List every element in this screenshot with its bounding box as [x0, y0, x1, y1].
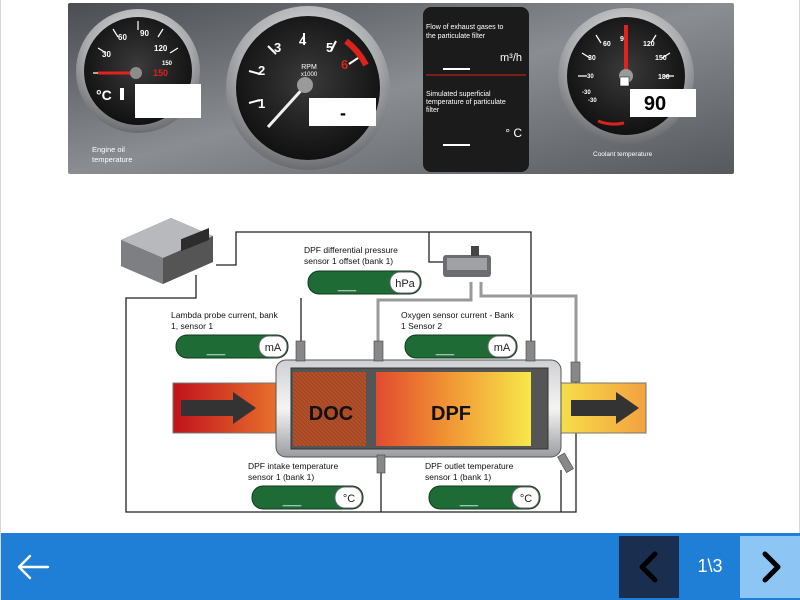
- oil-tick-label: 60: [118, 33, 127, 42]
- coolant-tick-label: -30: [588, 98, 597, 104]
- diff-pressure-label: DPF differential pressure: [304, 245, 398, 255]
- rpm-tick-label: 5: [326, 40, 333, 55]
- lambda-probe-value: ___: [206, 344, 226, 356]
- oil-gauge-label: Engine oil: [92, 145, 125, 154]
- footer-nav-bar: 1\3: [1, 533, 800, 600]
- wiring: [125, 231, 577, 513]
- dpf-temp-label: temperature of particulate: [426, 99, 506, 106]
- rpm-tick-label: 3: [274, 40, 281, 55]
- dpf-temp-label: filter: [426, 107, 440, 114]
- chevron-left-icon: [639, 551, 658, 583]
- rpm-label: RPM: [301, 64, 317, 71]
- oil-temperature-gauge: 30 60 90 120 150 150 °C Engine oil tempe…: [76, 9, 201, 164]
- oil-red-value: 150: [153, 68, 168, 78]
- coolant-tick-label: 120: [643, 41, 655, 48]
- lambda-probe-display: Lambda probe current, bank 1, sensor 1 _…: [171, 310, 289, 359]
- oil-tick-label: 150: [162, 61, 173, 67]
- doc-block: [293, 372, 366, 446]
- dpf-block: [376, 372, 531, 446]
- previous-page-button[interactable]: [619, 536, 679, 598]
- outlet-flow-arrow-icon: [571, 392, 639, 424]
- inlet-flow-arrow-icon: [181, 392, 256, 424]
- dpf-temp-unit: ° C: [505, 126, 522, 140]
- thermometer-icon: [120, 88, 124, 100]
- chevron-right-icon: [762, 551, 780, 583]
- rpm-needle: [266, 83, 308, 129]
- outlet-temp-value: ___: [459, 495, 479, 507]
- coolant-tick-label: 180: [658, 74, 670, 81]
- coolant-tick-label: 90: [620, 36, 628, 43]
- lambda-probe-label: 1, sensor 1: [171, 321, 213, 331]
- lambda-probe-label: Lambda probe current, bank: [171, 310, 279, 320]
- page-indicator: 1\3: [697, 556, 723, 576]
- exhaust-flow-label: the particulate filter: [426, 33, 486, 40]
- outlet-temp-label: sensor 1 (bank 1): [425, 472, 491, 482]
- outlet-temp-unit: °C: [520, 493, 532, 505]
- exhaust-flow-label: Flow of exhaust gases to: [426, 24, 504, 31]
- rpm-tick-label: 6: [341, 57, 348, 72]
- coolant-tick-label: -30: [585, 74, 594, 80]
- coolant-tick-label: 150: [655, 55, 667, 62]
- diff-pressure-unit: hPa: [395, 278, 415, 290]
- intake-temp-label: sensor 1 (bank 1): [248, 472, 314, 482]
- rpm-tick-label: 1: [258, 96, 265, 111]
- ecu-module-icon: [121, 218, 213, 284]
- oxygen-sensor-label: Oxygen sensor current - Bank: [401, 310, 515, 320]
- sensor-probes: [295, 340, 581, 474]
- dpf-temp-label: Simulated superficial: [426, 91, 491, 98]
- exhaust-info-panel: Flow of exhaust gases to the particulate…: [423, 7, 529, 172]
- oil-tick-label: 90: [140, 29, 149, 38]
- rpm-readout-value: -: [340, 103, 346, 123]
- back-button[interactable]: [1, 533, 65, 600]
- coolant-readout: [630, 89, 696, 117]
- rpm-tick-label: 2: [258, 63, 265, 78]
- oxygen-sensor-display: Oxygen sensor current - Bank 1 Sensor 2 …: [401, 310, 518, 359]
- coolant-readout-value: 90: [644, 93, 666, 115]
- rpm-gauge: 1 2 3 4 5 6 RPM x1000 -: [226, 6, 390, 170]
- doc-label: DOC: [309, 403, 353, 425]
- coolant-temperature-gauge: -30 -30 -30 30 60 90 120 150 180 90 Cool…: [558, 8, 696, 158]
- outlet-temp-display: DPF outlet temperature sensor 1 (bank 1)…: [425, 461, 541, 510]
- oxygen-sensor-value: ___: [435, 344, 455, 356]
- differential-pressure-sensor-icon: [443, 246, 491, 277]
- outlet-temp-label: DPF outlet temperature: [425, 461, 514, 471]
- pressure-hoses: [376, 282, 578, 365]
- rpm-tick-label: 4: [299, 33, 307, 48]
- exhaust-flow-unit: m³/h: [500, 52, 522, 64]
- oxygen-sensor-label: 1 Sensor 2: [401, 321, 442, 331]
- dashboard-panel: 30 60 90 120 150 150 °C Engine oil tempe…: [68, 3, 734, 174]
- coolant-tick-label: -30: [582, 90, 591, 96]
- intake-temp-label: DPF intake temperature: [248, 461, 339, 471]
- oil-readout: [135, 84, 201, 118]
- intake-temp-display: DPF intake temperature sensor 1 (bank 1)…: [248, 461, 364, 510]
- oxygen-sensor-unit: mA: [494, 342, 511, 354]
- lambda-probe-unit: mA: [265, 342, 282, 354]
- intake-temp-unit: °C: [343, 493, 355, 505]
- coolant-tick-label: 60: [603, 41, 611, 48]
- diff-pressure-display: DPF differential pressure sensor 1 offse…: [304, 245, 422, 295]
- intake-temp-value: ___: [282, 495, 302, 507]
- rpm-label: x1000: [301, 72, 318, 78]
- coolant-tick-label: 30: [588, 55, 596, 62]
- oil-gauge-label: temperature: [92, 155, 132, 164]
- arrow-left-icon: [17, 554, 50, 579]
- next-page-button[interactable]: [740, 536, 800, 598]
- oil-tick-label: 30: [102, 50, 111, 59]
- coolant-gauge-label: Coolant temperature: [593, 151, 653, 158]
- dpf-system-diagram: DOC DPF DPF differential pressure sensor…: [121, 218, 647, 513]
- oil-tick-label: 120: [154, 44, 168, 53]
- diff-pressure-label: sensor 1 offset (bank 1): [304, 256, 393, 266]
- rpm-readout: [309, 98, 376, 126]
- oil-unit-label: °C: [96, 87, 112, 103]
- dpf-label: DPF: [431, 403, 471, 425]
- diff-pressure-value: ___: [337, 280, 357, 292]
